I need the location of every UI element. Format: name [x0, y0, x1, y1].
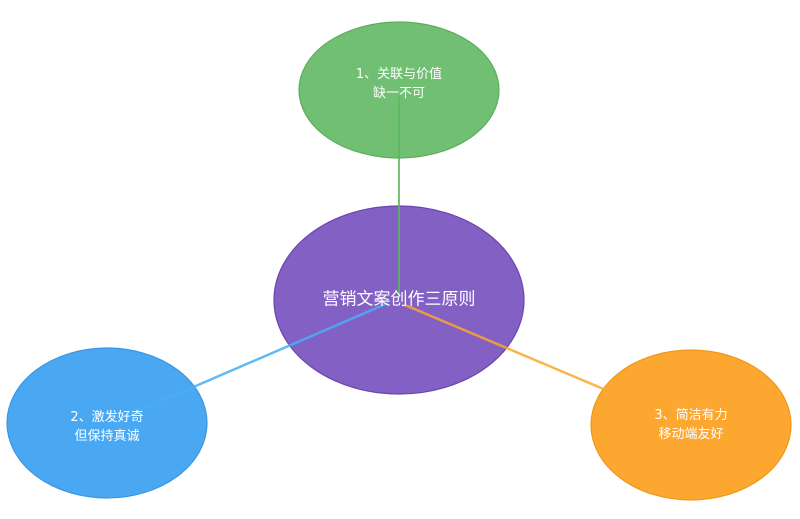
node-1-label: 1、关联与价值 缺一不可	[355, 67, 443, 101]
node-2-ellipse[interactable]	[6, 347, 208, 499]
connector-3	[404, 303, 673, 420]
node-3-ellipse[interactable]	[590, 349, 792, 501]
center-node-label: 营销文案创作三原则	[322, 289, 476, 310]
node-3-label: 3、简洁有力 移动端友好	[654, 408, 728, 442]
node-2-label: 2、激发好奇 但保持真诚	[70, 410, 144, 444]
connector-2	[109, 301, 389, 425]
